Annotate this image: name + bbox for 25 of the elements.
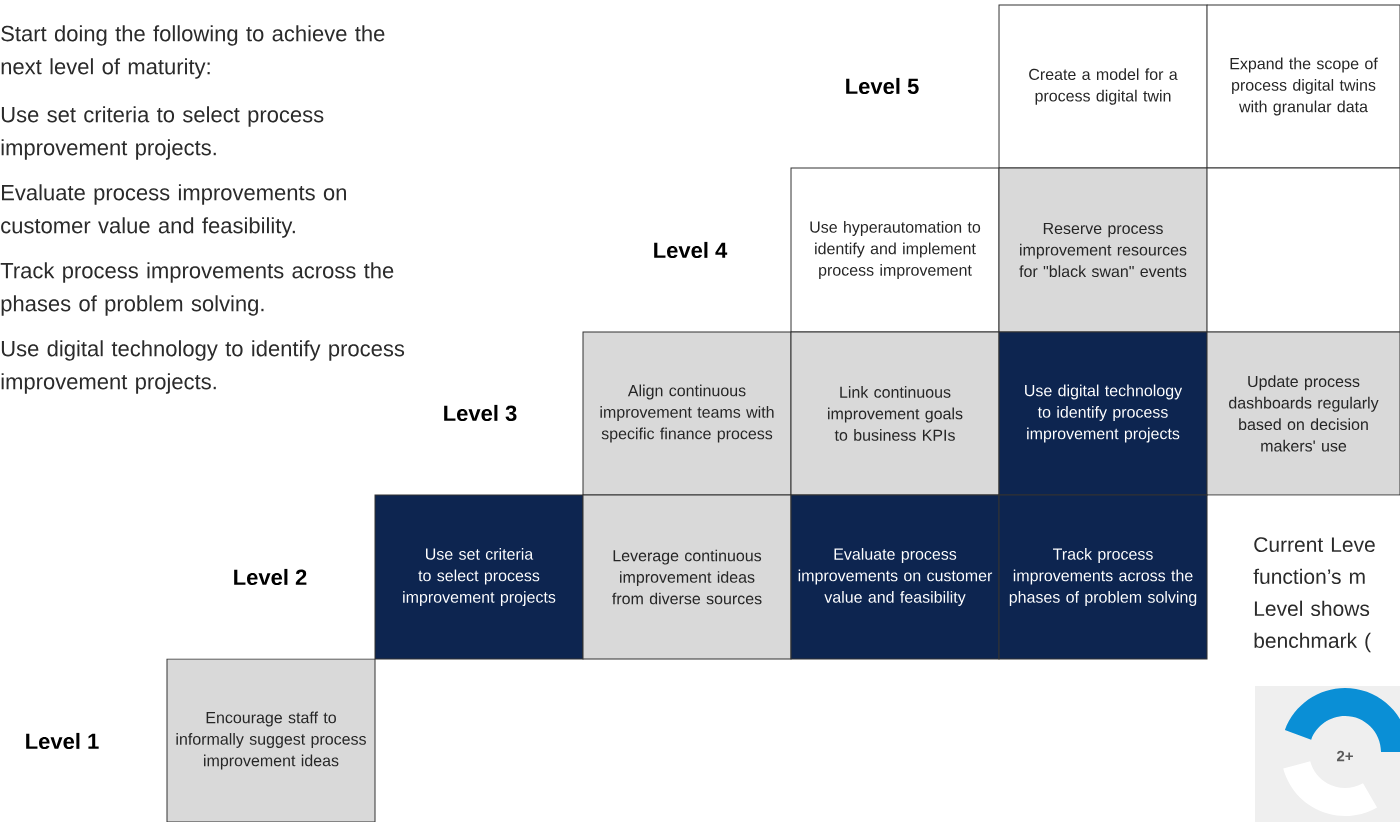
list-item: Use set criteria to select process improvement projects. xyxy=(1,106,324,160)
level-label: Level 4 xyxy=(654,241,728,259)
plan-cell: Update process dashboards regularly based on decision makers' use xyxy=(1206,331,1400,496)
list-item: Track process improvements across the phases of problem solving. xyxy=(0,262,394,316)
level-label: Level 1 xyxy=(26,732,99,750)
list-item: Use digital technology to identify process improvement projects. xyxy=(1,340,405,394)
plan-cell: Reserve process improvement resources for "black swan" events xyxy=(998,167,1208,333)
plan-cell: Create a model for a process digital twin xyxy=(998,4,1208,169)
level-label: Level 5 xyxy=(846,77,919,95)
plan-cell: Use digital technology to identify process improvement projects xyxy=(998,331,1208,496)
level-label: Level 3 xyxy=(444,404,517,422)
plan-cell: Evaluate process improvements on customer value and feasibility xyxy=(790,494,1000,660)
plan-cell: Use hyperautomation to identify and implement process improvement xyxy=(790,167,1000,333)
plan-cell: Expand the scope of process digital twins with granular data xyxy=(1206,4,1400,169)
plan-cell: Align continuous improvement teams with specific finance process xyxy=(582,331,792,496)
plan-cell: Encourage staff to informally suggest process improvement ideas xyxy=(166,658,376,822)
plan-cell: Link continuous improvement goals to business KPIs xyxy=(790,331,1000,496)
level-label: Level 2 xyxy=(234,568,307,586)
plan-cell: Use set criteria to select process improvement projects xyxy=(374,494,584,660)
plan-cell: Leverage continuous improvement ideas from diverse sources xyxy=(582,494,792,660)
intro-text: Start doing the following to achieve the next level of maturity: xyxy=(1,25,385,79)
gauge-value: 2+ xyxy=(1337,750,1353,762)
list-item: Evaluate process improvements on customer value and feasibility. xyxy=(1,184,346,238)
plan-cell: Track process improvements across the phases of problem solving xyxy=(998,494,1208,660)
body-text: Current Leve function’s m Level shows benchmark ( xyxy=(1253,537,1375,653)
